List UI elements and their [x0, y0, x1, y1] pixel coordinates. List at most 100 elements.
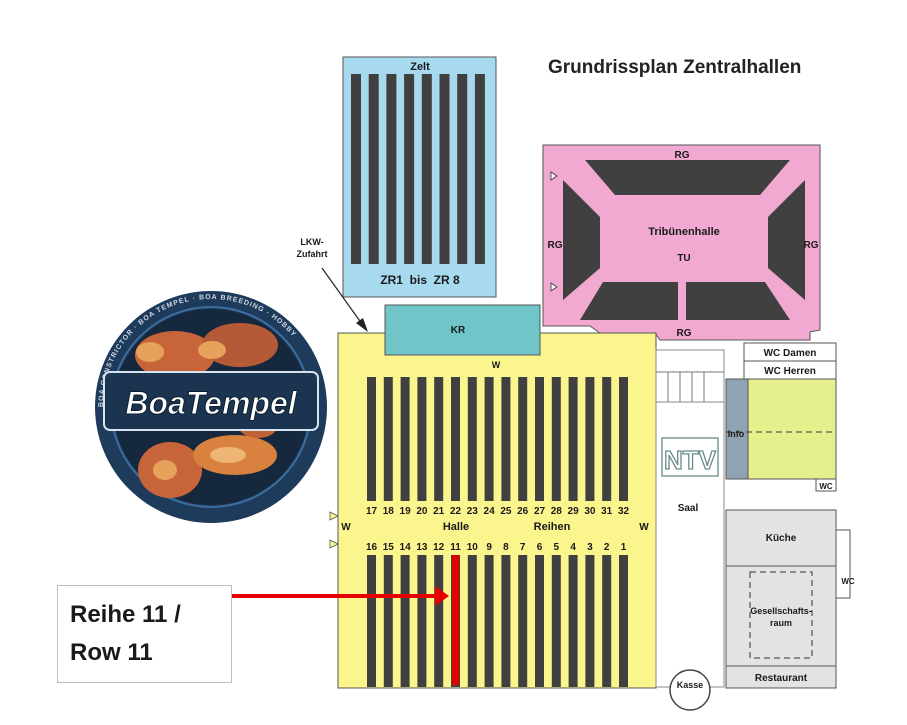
- row-bar-22: [451, 377, 460, 501]
- zelt-area: Zelt ZR1 bis ZR 8: [342, 56, 497, 298]
- zelt-rows-label: ZR1 bis ZR 8: [380, 273, 460, 287]
- row-bar-18: [383, 377, 393, 501]
- stairs: [655, 349, 725, 403]
- arrow-to-row-11: [232, 586, 449, 606]
- w-label-right: W: [639, 522, 649, 533]
- row-number-30: 30: [584, 506, 596, 517]
- row-bar-27: [535, 377, 544, 501]
- row-bar-23: [467, 377, 477, 501]
- row-number-10: 10: [467, 542, 479, 553]
- zelt-row-bar: [404, 74, 415, 264]
- row-bar-5: [551, 555, 561, 687]
- row-bar-8: [501, 555, 511, 687]
- lkw-label-1: LKW-: [300, 237, 323, 247]
- tribuene-label: Tribünenhalle: [648, 226, 720, 238]
- row-number-29: 29: [568, 506, 580, 517]
- row-bar-9: [484, 555, 494, 687]
- zelt-row-bar: [351, 74, 361, 264]
- row-bar-16: [367, 555, 376, 687]
- row-bar-12: [434, 555, 444, 687]
- row-bar-31: [602, 377, 612, 501]
- row-bar-6: [535, 555, 544, 687]
- row-bar-25: [501, 377, 511, 501]
- row-number-28: 28: [551, 506, 563, 517]
- zelt-row-bar: [474, 74, 485, 264]
- row-bar-29: [568, 377, 578, 501]
- row-number-4: 4: [570, 542, 576, 553]
- saal-label: Saal: [678, 503, 699, 514]
- zelt-row-bar: [386, 74, 397, 264]
- row-bar-10: [467, 555, 477, 687]
- map-title: Grundrissplan Zentralhallen: [548, 57, 802, 78]
- zelt-row-bar: [439, 74, 450, 264]
- w-label-left: W: [341, 522, 351, 533]
- row-bar-20: [417, 377, 427, 501]
- wc-damen-label: WC Damen: [764, 348, 817, 359]
- row-number-8: 8: [503, 542, 509, 553]
- rg-label-left: RG: [548, 240, 563, 251]
- right-rooms: WC Damen WC Herren Info WC Saal NTV Küch…: [655, 342, 855, 711]
- row-number-18: 18: [383, 506, 395, 517]
- wc-small-label: WC: [819, 482, 833, 491]
- rg-label-top: RG: [675, 150, 690, 161]
- rg-label-bottom: RG: [677, 328, 692, 339]
- zelt-row-bar: [368, 74, 379, 264]
- row-bar-24: [484, 377, 494, 501]
- row-bar-30: [585, 377, 595, 501]
- zelt-label: Zelt: [410, 61, 430, 73]
- row-bar-2: [602, 555, 612, 687]
- row-number-11: 11: [450, 542, 461, 553]
- row-number-12: 12: [433, 542, 445, 553]
- row-number-22: 22: [450, 506, 462, 517]
- row-bar-4: [568, 555, 578, 687]
- rg-label-right: RG: [804, 240, 819, 251]
- reihen-label: Reihen: [534, 521, 571, 533]
- zelt-row-bar: [457, 74, 468, 264]
- info-label: Info: [728, 429, 745, 439]
- row-bar-26: [518, 377, 528, 501]
- row-bar-19: [400, 377, 410, 501]
- row-number-3: 3: [587, 542, 593, 553]
- zelt-row-bars: [351, 74, 485, 264]
- row-number-6: 6: [537, 542, 543, 553]
- row-bar-17: [367, 377, 376, 501]
- row-bar-28: [551, 377, 561, 501]
- callout-line-1: Reihe 11 /: [70, 601, 181, 628]
- row-bar-3: [585, 555, 595, 687]
- boatempel-logo: BOA CONSTRICTOR · BOA TEMPEL · BOA BREED…: [95, 291, 327, 523]
- upper-row-bars: [367, 377, 628, 501]
- row-number-32: 32: [618, 506, 630, 517]
- row-number-25: 25: [500, 506, 512, 517]
- wc-herren-label: WC Herren: [764, 366, 816, 377]
- row-bar-1: [619, 555, 628, 687]
- wc-right-label: WC: [841, 577, 855, 586]
- row-number-7: 7: [520, 542, 526, 553]
- kueche-label: Küche: [766, 533, 797, 544]
- restaurant-label: Restaurant: [755, 673, 808, 684]
- row-callout: Reihe 11 / Row 11: [57, 585, 232, 683]
- row-bar-32: [619, 377, 628, 501]
- row-number-19: 19: [400, 506, 412, 517]
- row-bar-14: [400, 555, 410, 687]
- kasse-label: Kasse: [677, 680, 704, 690]
- row-number-5: 5: [554, 542, 560, 553]
- tu-label: TU: [677, 253, 690, 264]
- row-number-1: 1: [621, 542, 627, 553]
- halle-label: Halle: [443, 521, 469, 533]
- row-number-27: 27: [534, 506, 546, 517]
- row-number-2: 2: [604, 542, 610, 553]
- logo-wordmark: BoaTempel: [125, 385, 297, 421]
- gesell-label-2: raum: [770, 618, 792, 628]
- kr-area: KR: [384, 304, 541, 356]
- row-bar-15: [383, 555, 393, 687]
- row-bar-21: [434, 377, 444, 501]
- row-number-17: 17: [366, 506, 378, 517]
- row-number-16: 16: [366, 542, 378, 553]
- row-number-13: 13: [416, 542, 428, 553]
- row-number-24: 24: [484, 506, 496, 517]
- gesell-label-1: Gesellschafts-: [750, 606, 812, 616]
- tribuene-area: RG RG RG RG Tribünenhalle TU: [542, 144, 821, 341]
